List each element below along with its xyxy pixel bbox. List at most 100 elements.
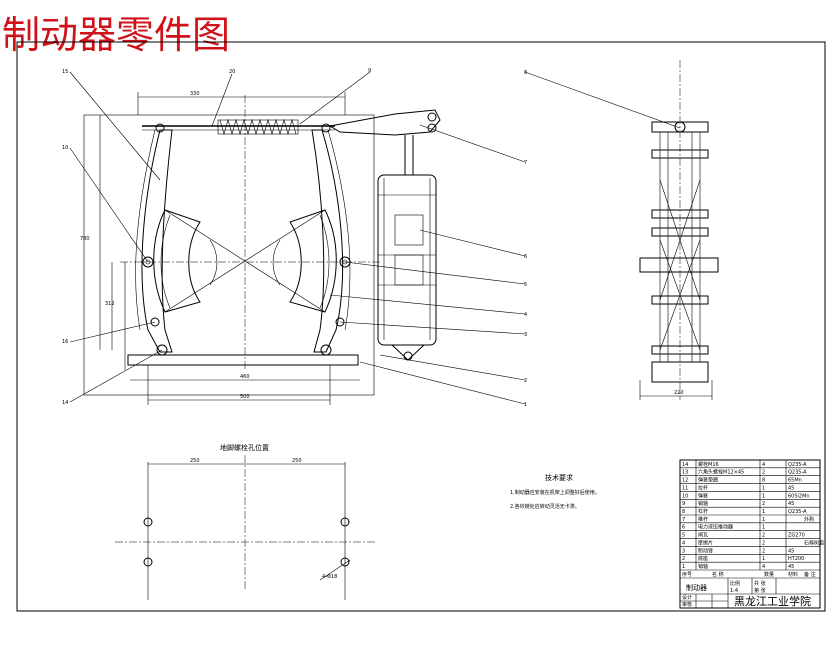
parts-cell: 拉杆 <box>698 484 708 491</box>
parts-cell: HT200 <box>788 556 804 562</box>
parts-cell: ZG270 <box>788 533 805 539</box>
title-block-scale: 1:4 <box>730 588 738 594</box>
parts-cell: 6 <box>682 525 685 531</box>
parts-cell: 电力液压推动器 <box>698 524 733 531</box>
balloon-7: 7 <box>524 160 527 166</box>
parts-cell: 杠杆 <box>698 508 708 515</box>
parts-cell: 弹簧垫圈 <box>698 477 718 484</box>
tech-req-item-1: 1.制动器应安装在机架上调整好后使用。 <box>510 489 600 496</box>
parts-cell: 12 <box>682 478 688 484</box>
parts-cell: 六角头螺栓M12×45 <box>698 469 744 476</box>
front-view: 330 500 460 780 312 <box>69 71 681 405</box>
parts-cell: 摩擦片 <box>698 539 713 546</box>
parts-cell: 10 <box>682 493 688 499</box>
parts-cell: 推杆 <box>698 516 708 523</box>
title-block-sheet-total: 共 张 <box>754 580 766 587</box>
header-material: 材料 <box>788 571 798 578</box>
parts-cell: 60Si2Mn <box>788 493 810 499</box>
balloon-15: 15 <box>62 69 68 75</box>
parts-cell: Q235-A <box>788 509 807 515</box>
header-remark: 备 注 <box>804 571 816 578</box>
parts-cell: 外购 <box>804 516 814 523</box>
balloon-3: 3 <box>524 332 527 338</box>
header-no: 序号 <box>682 571 692 578</box>
balloon-4: 4 <box>524 312 527 318</box>
spring <box>217 119 299 135</box>
hole-layout-title: 地脚螺栓孔位置 <box>220 443 269 452</box>
parts-cell: 2 <box>762 540 765 546</box>
base-plate <box>127 354 359 366</box>
parts-cell: 4 <box>762 462 765 468</box>
balloon-6: 6 <box>524 254 527 260</box>
left-brake-shoe <box>153 209 201 313</box>
svg-text:460: 460 <box>240 374 250 380</box>
parts-cell: 13 <box>682 470 688 476</box>
hole-layout: 地脚螺栓孔位置 250 250 4-Φ18 <box>115 443 375 600</box>
parts-cell: 销轴 <box>698 500 708 507</box>
parts-cell: 1 <box>762 517 765 523</box>
parts-cell: 45 <box>788 548 794 554</box>
svg-text:312: 312 <box>105 301 115 307</box>
svg-text:250: 250 <box>292 458 302 464</box>
parts-cell: 9 <box>682 501 685 507</box>
parts-cell: 2 <box>762 470 765 476</box>
drawing-title: 制动器零件图 <box>2 13 230 57</box>
balloon-14: 14 <box>62 400 68 406</box>
parts-cell: 14 <box>682 462 688 468</box>
parts-cell: 45 <box>788 485 794 491</box>
parts-cell: 石棉树脂 <box>804 539 824 546</box>
title-block-scale-label: 比例 <box>730 580 740 587</box>
svg-text:330: 330 <box>190 91 200 97</box>
title-block-checker: 审核 <box>682 601 692 608</box>
header-qty: 数量 <box>764 571 774 578</box>
svg-text:250: 250 <box>190 458 200 464</box>
balloon-16: 16 <box>62 339 68 345</box>
parts-cell: 1 <box>762 493 765 499</box>
balloon-1: 1 <box>524 402 527 408</box>
drawing-frame <box>16 41 826 612</box>
parts-cell: 45 <box>788 564 794 570</box>
title-block-institution: 黑龙江工业学院 <box>734 594 811 608</box>
balloon-9: 9 <box>368 68 371 74</box>
parts-cell: 销轴 <box>698 563 708 570</box>
header-name: 名 称 <box>712 571 724 578</box>
title-block-sheet-no: 第 张 <box>754 587 766 594</box>
right-brake-arm <box>311 129 344 353</box>
parts-cell: 1 <box>762 556 765 562</box>
parts-cell: 8 <box>762 478 765 484</box>
left-brake-arm <box>141 129 173 353</box>
lever <box>328 109 441 136</box>
parts-cell: 弹簧 <box>698 492 708 499</box>
parts-cell: 5 <box>682 533 685 539</box>
parts-cell: 1 <box>762 525 765 531</box>
title-block-designer: 设计 <box>682 594 692 601</box>
right-brake-shoe <box>289 209 337 313</box>
parts-cell: 45 <box>788 501 794 507</box>
parts-cell: 1 <box>682 564 685 570</box>
svg-text:4-Φ18: 4-Φ18 <box>322 574 337 580</box>
tech-req-title: 技术要求 <box>545 473 573 482</box>
title-block-name: 制动器 <box>686 583 707 592</box>
side-view: 220 <box>639 60 719 400</box>
balloon-8: 8 <box>524 70 527 76</box>
balloon-2: 2 <box>524 378 527 384</box>
balloon-20: 20 <box>229 69 235 75</box>
parts-cell: 7 <box>682 517 685 523</box>
parts-cell: 2 <box>682 556 685 562</box>
parts-cell: 2 <box>762 548 765 554</box>
parts-cell: 1 <box>762 509 765 515</box>
parts-cell: Q235-A <box>788 462 807 468</box>
parts-cell: 制动臂 <box>698 547 713 554</box>
parts-cell: Q235-A <box>788 470 807 476</box>
parts-cell: 11 <box>682 485 688 491</box>
parts-cell: 4 <box>682 540 685 546</box>
parts-cell: 65Mn <box>788 478 802 484</box>
parts-cell: 4 <box>762 564 765 570</box>
parts-cell: 1 <box>762 485 765 491</box>
balloon-10: 10 <box>62 145 68 151</box>
svg-text:220: 220 <box>674 390 684 396</box>
parts-cell: 闸瓦 <box>698 532 708 539</box>
svg-text:500: 500 <box>240 394 250 400</box>
